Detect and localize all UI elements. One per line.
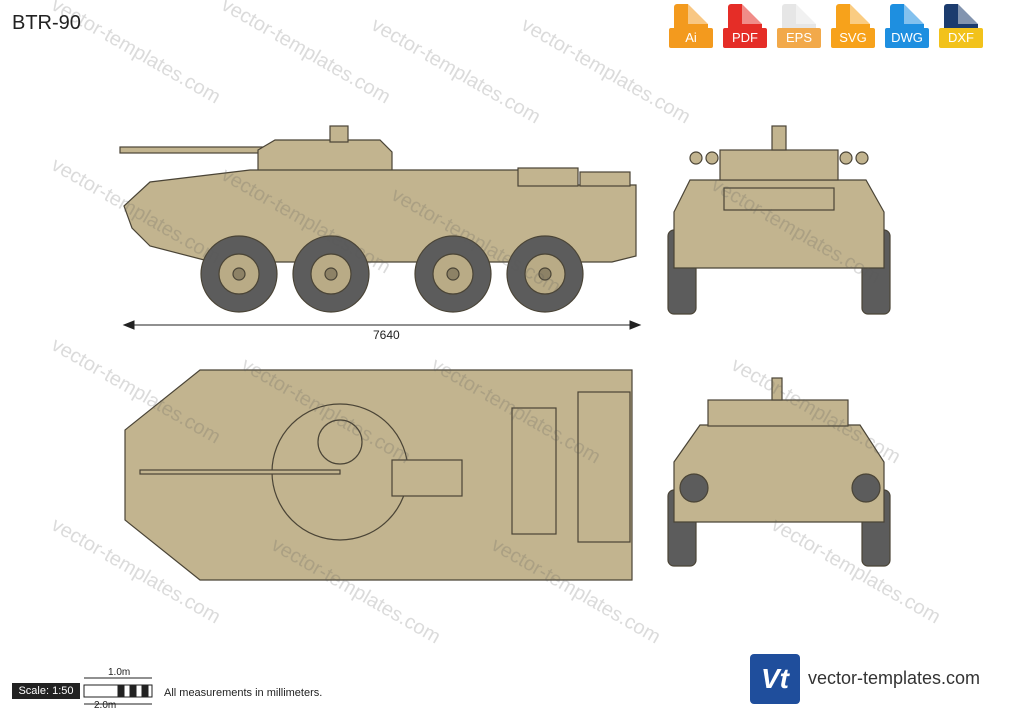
top-view (124, 369, 633, 581)
wheel (414, 235, 492, 313)
smoke-launcher (705, 151, 719, 165)
pdf-file-icon[interactable]: PDF (722, 4, 768, 50)
rear-antenna (771, 377, 783, 401)
stowage-rack (577, 391, 631, 543)
smoke-launcher (689, 151, 703, 165)
top-gun-barrel (139, 469, 341, 475)
ai-label: Ai (669, 28, 713, 48)
sight (329, 125, 349, 143)
pdf-label: PDF (723, 28, 767, 48)
dwg-label: DWG (885, 28, 929, 48)
svg-file-icon[interactable]: SVG (830, 4, 876, 50)
page-title: BTR-90 (12, 12, 81, 34)
smoke-launcher (839, 151, 853, 165)
stowage-box (517, 167, 579, 187)
front-hatch (723, 187, 835, 211)
rear-hull (673, 424, 885, 523)
eps-file-icon[interactable]: EPS (776, 4, 822, 50)
scale-2m-label: 2.0m (94, 700, 117, 711)
front-turret (719, 149, 839, 181)
front-sight (771, 125, 787, 151)
rear-spare-wheel (679, 473, 709, 503)
stowage-box (579, 171, 631, 187)
scale-1m-label: 1.0m (108, 667, 131, 678)
dxf-label: DXF (939, 28, 983, 48)
dimension-line (122, 320, 642, 330)
top-hatch (391, 459, 463, 497)
wheel (292, 235, 370, 313)
gun-barrel (119, 146, 271, 154)
wheel (200, 235, 278, 313)
svg-label: SVG (831, 28, 875, 48)
rear-turret (707, 399, 849, 427)
eps-label: EPS (777, 28, 821, 48)
measurement-note: All measurements in millimeters. (164, 687, 323, 699)
ai-file-icon[interactable]: Ai (668, 4, 714, 50)
commander-hatch (317, 419, 363, 465)
rear-spare-wheel (851, 473, 881, 503)
engine-deck (511, 407, 557, 535)
dwg-file-icon[interactable]: DWG (884, 4, 930, 50)
format-icons: Ai PDF EPS SVG DWG DXF (668, 4, 984, 50)
rear-view (667, 377, 891, 567)
length-dimension: 7640 (373, 328, 400, 342)
brand-link[interactable]: vector-templates.com (808, 668, 981, 688)
scale-bar (83, 677, 153, 705)
dxf-file-icon[interactable]: DXF (938, 4, 984, 50)
scale-label: Scale: 1:50 (12, 683, 80, 699)
brand-logo[interactable]: Vt (750, 654, 800, 704)
wheel (506, 235, 584, 313)
front-view (667, 125, 891, 315)
side-view (119, 125, 637, 313)
smoke-launcher (855, 151, 869, 165)
